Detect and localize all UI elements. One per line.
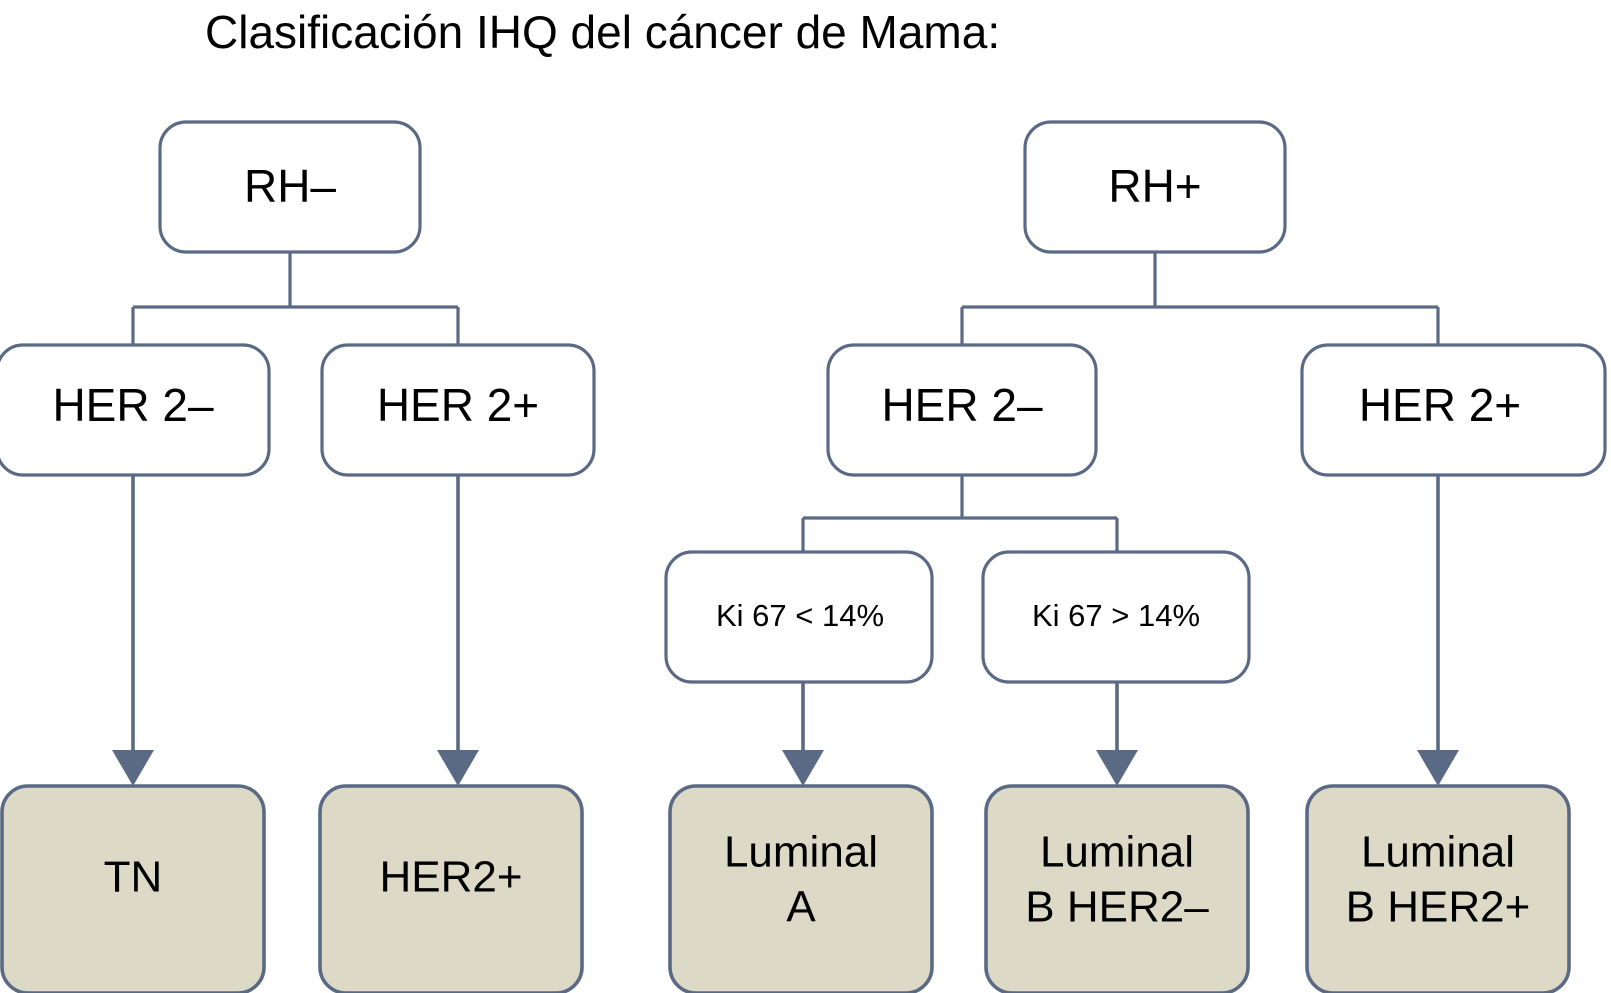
connector-group-ki67 xyxy=(801,475,1119,552)
node-result-tn-box[interactable] xyxy=(0,784,266,993)
node-right-her2-negative[interactable]: HER 2– xyxy=(826,343,1098,477)
node-result-luminal-b-her2-positive-label-line1: Luminal xyxy=(1361,828,1515,877)
node-rh-negative-box[interactable] xyxy=(158,120,422,254)
arrow-head xyxy=(1096,750,1138,786)
node-result-luminal-a-label-line1: Luminal xyxy=(724,828,878,877)
node-result-luminal-b-her2-positive-box[interactable] xyxy=(1305,784,1571,993)
node-result-luminal-a[interactable]: Luminal A xyxy=(668,784,934,993)
node-right-her2-positive-box[interactable] xyxy=(1300,343,1607,477)
node-result-her2-positive[interactable]: HER2+ xyxy=(318,784,584,993)
arrow-head xyxy=(1417,750,1459,786)
node-result-luminal-a-label-line2: A xyxy=(786,883,816,932)
arrow-her2neg-to-tn xyxy=(112,475,154,786)
node-result-luminal-b-her2-negative[interactable]: Luminal B HER2– xyxy=(984,784,1250,993)
node-rh-positive-label: RH+ xyxy=(1108,160,1201,212)
node-ki67-high-box[interactable] xyxy=(981,550,1251,684)
arrow-head xyxy=(437,750,479,786)
node-ki67-low-box[interactable] xyxy=(664,550,934,684)
arrow-ki67high-to-luminalbneg xyxy=(1096,682,1138,786)
node-result-her2-positive-box[interactable] xyxy=(318,784,584,993)
connector-group-right-rh xyxy=(960,252,1440,345)
node-right-her2-negative-label: HER 2– xyxy=(881,379,1042,431)
node-rh-negative[interactable]: RH– xyxy=(158,120,422,254)
arrow-head xyxy=(112,750,154,786)
arrow-ki67low-to-luminala xyxy=(782,682,824,786)
node-ki67-high-label: Ki 67 > 14% xyxy=(1032,598,1200,633)
page-title: Clasificación IHQ del cáncer de Mama: xyxy=(205,6,1000,58)
node-result-her2-positive-label: HER2+ xyxy=(379,853,522,902)
node-left-her2-negative[interactable]: HER 2– xyxy=(0,343,271,477)
node-ki67-high[interactable]: Ki 67 > 14% xyxy=(981,550,1251,684)
node-left-her2-negative-box[interactable] xyxy=(0,343,271,477)
node-ki67-low-label: Ki 67 < 14% xyxy=(716,598,884,633)
node-left-her2-negative-label: HER 2– xyxy=(52,379,213,431)
node-right-her2-positive-label: HER 2+ xyxy=(1359,379,1521,431)
node-result-tn[interactable]: TN xyxy=(0,784,266,993)
arrow-head xyxy=(782,750,824,786)
node-result-luminal-b-her2-positive-label-line2: B HER2+ xyxy=(1346,883,1531,932)
node-result-luminal-b-her2-negative-label-line2: B HER2– xyxy=(1025,883,1209,932)
node-left-her2-positive[interactable]: HER 2+ xyxy=(320,343,596,477)
node-left-her2-positive-box[interactable] xyxy=(320,343,596,477)
node-result-luminal-b-her2-negative-label-line1: Luminal xyxy=(1040,828,1194,877)
node-right-her2-negative-box[interactable] xyxy=(826,343,1098,477)
node-rh-negative-label: RH– xyxy=(244,160,336,212)
node-result-luminal-a-box[interactable] xyxy=(668,784,934,993)
arrow-her2pos-to-her2plus xyxy=(437,475,479,786)
connector-group-left-rh xyxy=(131,252,460,345)
node-ki67-low[interactable]: Ki 67 < 14% xyxy=(664,550,934,684)
node-result-tn-label: TN xyxy=(104,853,163,902)
node-rh-positive-box[interactable] xyxy=(1023,120,1287,254)
node-right-her2-positive[interactable]: HER 2+ xyxy=(1300,343,1607,477)
node-result-luminal-b-her2-negative-box[interactable] xyxy=(984,784,1250,993)
node-rh-positive[interactable]: RH+ xyxy=(1023,120,1287,254)
node-left-her2-positive-label: HER 2+ xyxy=(377,379,539,431)
node-result-luminal-b-her2-positive[interactable]: Luminal B HER2+ xyxy=(1305,784,1571,993)
arrow-her2pos-to-luminalbpos xyxy=(1417,475,1459,786)
